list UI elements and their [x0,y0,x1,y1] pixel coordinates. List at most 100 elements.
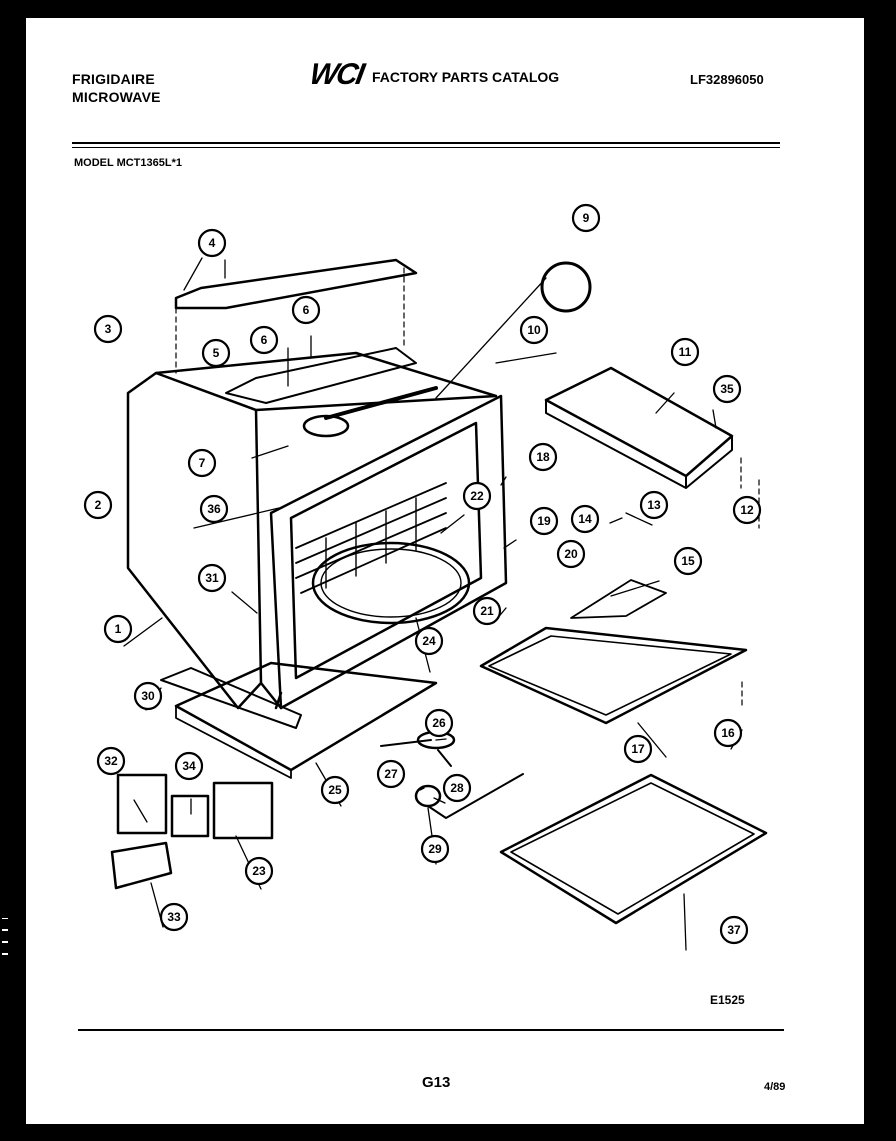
callout-circle-37 [719,915,749,945]
callout-circle-35 [712,374,742,404]
callout-number: 19 [537,514,551,528]
callout-circle-6 [249,325,279,355]
callout-number: 32 [104,754,118,768]
callout-number: 22 [470,489,484,503]
callout-number: 13 [647,498,661,512]
detail-circle [540,261,592,313]
callout-circle-2 [83,490,113,520]
callout-number: 27 [384,767,398,781]
mounting-plate [479,626,748,725]
callout-circle-10 [519,315,549,345]
callout-number: 17 [631,742,645,756]
callout-number: 6 [303,303,310,317]
callout-number: 7 [199,456,206,470]
brand-line-2: MICROWAVE [72,89,161,105]
callout-number: 23 [252,864,266,878]
header-divider-thin [72,147,780,148]
callout-number: 37 [727,923,741,937]
callout-circle-28 [442,773,472,803]
parts-diagram-sheet: FRIGIDAIRE MICROWAVE WCI FACTORY PARTS C… [26,18,864,1124]
callout-number: 6 [261,333,268,347]
figure-code: E1525 [710,993,745,1007]
callout-number: 31 [205,571,219,585]
callout-number: 26 [432,716,446,730]
callout-circle-30 [133,681,163,711]
callout-number: 21 [480,604,494,618]
callout-number: 14 [578,512,592,526]
bottom-bracket [160,667,302,729]
callout-number: 24 [422,634,436,648]
callout-number: 35 [720,382,734,396]
callout-circle-9 [571,203,601,233]
callout-labels: 1234566791011121314151617181920212223242… [83,203,762,945]
callout-number: 5 [213,346,220,360]
part-34-box [170,794,210,838]
callout-number: 29 [428,842,442,856]
callout-number: 18 [536,450,550,464]
callout-circle-25 [320,775,350,805]
callout-circle-4 [197,228,227,258]
callout-circle-14 [570,504,600,534]
oven-cavity-opening [289,421,483,680]
control-panel [544,366,734,478]
outer-cabinet [126,371,263,710]
callout-number: 11 [679,345,692,359]
callout-circle-23 [244,856,274,886]
oven-front-frame [269,394,508,710]
callout-circle-18 [528,442,558,472]
part-32-box [116,773,168,835]
callout-number: 16 [721,726,735,740]
turntable [311,541,471,625]
callout-circle-26 [424,708,454,738]
part-33-box [110,841,173,890]
motor [414,784,442,808]
callout-number: 9 [583,211,590,225]
callout-circle-6 [291,295,321,325]
callout-number: 34 [182,759,196,773]
callout-circle-22 [462,481,492,511]
callout-circle-12 [732,495,762,525]
bottom-plate [174,661,438,772]
callout-circle-27 [376,759,406,789]
callout-number: 25 [328,783,342,797]
callout-number: 36 [207,502,221,516]
callout-circle-17 [623,734,653,764]
brand-label: FRIGIDAIRE MICROWAVE [72,70,161,106]
header-divider [72,142,780,144]
callout-number: 2 [95,498,102,512]
glass-tray [499,773,768,925]
callout-number: 12 [740,503,754,517]
callout-number: 15 [681,554,695,568]
callout-number: 33 [167,910,181,924]
brand-line-1: FRIGIDAIRE [72,71,155,87]
callout-circle-5 [201,338,231,368]
callout-circle-13 [639,490,669,520]
waveguide [225,347,417,404]
callout-circle-7 [187,448,217,478]
revision-date: 4/89 [764,1081,786,1093]
callout-circle-1 [103,614,133,644]
callout-circle-31 [197,563,227,593]
margin-marks [2,918,8,955]
callout-number: 20 [564,547,578,561]
catalog-title: FACTORY PARTS CATALOG [372,69,560,85]
callout-circle-32 [96,746,126,776]
callout-circle-29 [420,834,450,864]
part-23-box [212,781,274,840]
callout-number: 1 [115,622,122,636]
callout-circle-19 [529,506,559,536]
model-number: MODEL MCT1365L*1 [74,157,182,169]
callout-circle-36 [199,494,229,524]
catalog-number: LF32896050 [690,72,764,87]
callout-number: 4 [209,236,216,250]
callout-circle-34 [174,751,204,781]
callout-circle-20 [556,539,586,569]
callout-circle-16 [713,718,743,748]
callout-circle-33 [159,902,189,932]
page-number: G13 [422,1074,451,1091]
callout-number: 10 [527,323,541,337]
callout-circle-15 [673,546,703,576]
callout-number: 30 [141,689,155,703]
footer-divider [78,1029,784,1031]
callout-number: 3 [105,322,112,336]
